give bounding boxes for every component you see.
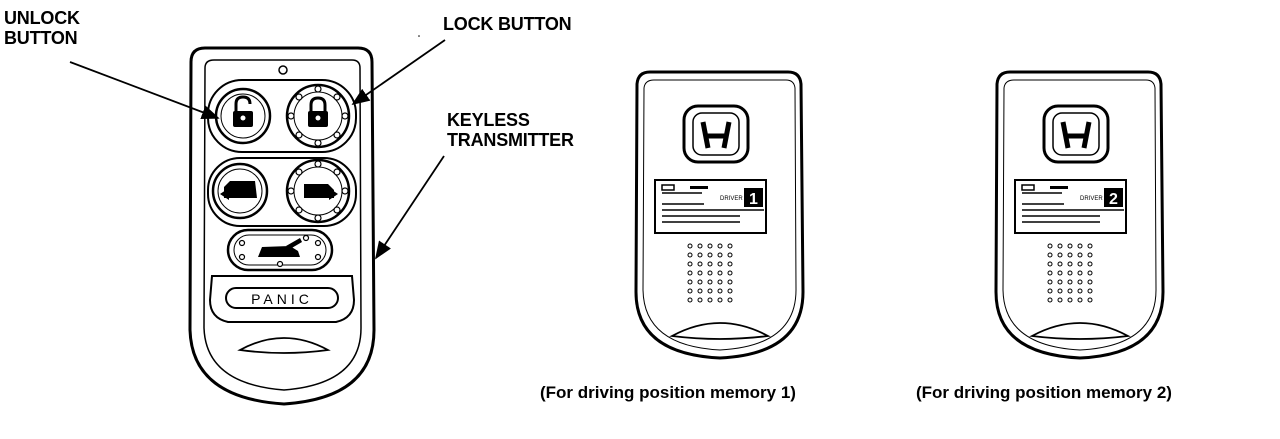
driver-number: 2: [1109, 191, 1118, 208]
tailgate-button[interactable]: [226, 228, 334, 272]
keyless-transmitter: PANIC: [188, 46, 376, 406]
honda-logo-icon: [1042, 104, 1110, 164]
unlock-callout-line-2: BUTTON: [4, 28, 78, 48]
keyless-callout-line-2: TRANSMITTER: [447, 130, 574, 150]
lock-button[interactable]: [285, 83, 351, 149]
speaker-grille: [687, 243, 733, 303]
panic-button[interactable]: PANIC: [225, 287, 339, 309]
unlock-button-callout: UNLOCK BUTTON: [4, 8, 80, 48]
caption-memory-2: (For driving position memory 2): [916, 383, 1172, 402]
left-sliding-door-button[interactable]: [211, 162, 269, 220]
remote-back-memory-1: DRIVER 1: [634, 70, 805, 360]
lock-icon: [308, 96, 328, 127]
caption-memory-1: (For driving position memory 1): [540, 383, 796, 402]
lock-button-callout: LOCK BUTTON: [443, 14, 572, 34]
right-sliding-door-button[interactable]: [285, 158, 351, 224]
driver-label-plate: DRIVER 2: [1014, 179, 1127, 234]
driver-number: 1: [749, 191, 758, 208]
honda-logo-icon: [682, 104, 750, 164]
keyless-arrow: [375, 155, 445, 260]
lock-callout-line: LOCK BUTTON: [443, 14, 572, 34]
unlock-arrow: [69, 61, 220, 120]
panic-label: PANIC: [251, 291, 313, 307]
driver-label: DRIVER: [720, 196, 743, 202]
callout-arrows: [69, 39, 446, 260]
keyless-transmitter-callout: KEYLESS TRANSMITTER: [447, 110, 574, 150]
unlock-icon: [233, 95, 253, 127]
driver-label: DRIVER: [1080, 196, 1103, 202]
driver-label-plate: DRIVER 1: [654, 179, 767, 234]
unlock-button[interactable]: [214, 87, 272, 145]
lock-arrow: [351, 39, 446, 106]
unlock-callout-line-1: UNLOCK: [4, 8, 80, 28]
van-icon: [220, 181, 257, 200]
remote-back-memory-2: DRIVER 2: [994, 70, 1165, 360]
speck: [418, 35, 420, 37]
keyless-callout-line-1: KEYLESS: [447, 110, 530, 130]
van-icon: [304, 184, 338, 200]
tailgate-van-icon: [258, 238, 302, 257]
speaker-grille: [1047, 243, 1093, 303]
